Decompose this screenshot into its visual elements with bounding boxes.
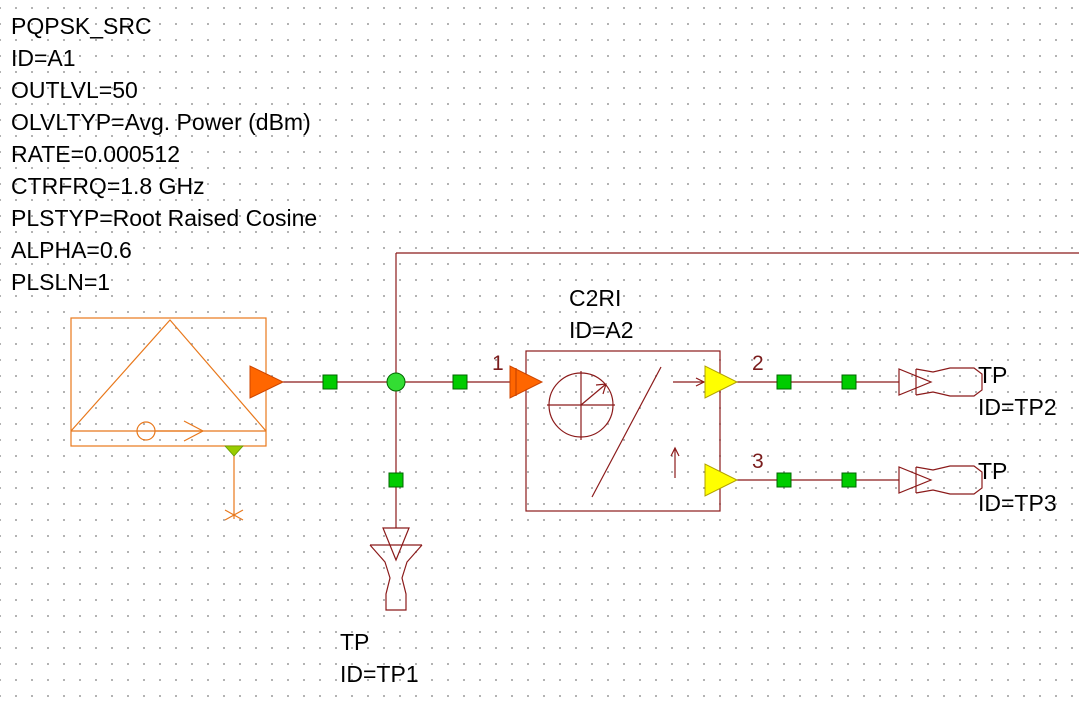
probe-id: ID=TP3 [978, 490, 1057, 516]
source-ground-x2 [224, 509, 244, 521]
source-param: RATE=0.000512 [11, 141, 180, 167]
probe-tp2-body [915, 367, 983, 397]
c2ri-phasor-arrow [580, 383, 607, 406]
probe-id: ID=TP1 [340, 661, 419, 687]
source-param: ALPHA=0.6 [11, 237, 132, 263]
wires [283, 252, 1079, 528]
converter-id: ID=A2 [569, 317, 634, 343]
probe-name: TP [978, 458, 1008, 484]
c2ri-up-arrowhead [670, 446, 680, 457]
source-param: ID=A1 [11, 45, 76, 71]
c2ri-slash [591, 366, 662, 498]
probe-tp3[interactable] [898, 465, 983, 495]
source-ground-marker [224, 445, 244, 457]
c2ri-right-arrowhead [695, 377, 706, 387]
node-square[interactable] [388, 472, 404, 488]
source-arrow-head [183, 420, 205, 442]
source-param: PLSTYP=Root Raised Cosine [11, 205, 318, 231]
source-triangle [70, 319, 267, 432]
probe-tp1-triangle [382, 527, 410, 562]
probe-tp2-triangle [898, 368, 933, 396]
probe-name: TP [978, 362, 1008, 388]
probe-tp3-triangle [898, 466, 933, 494]
probe-name: TP [340, 629, 370, 655]
pin-number-1: 1 [492, 352, 504, 375]
junction-dot[interactable] [386, 372, 406, 392]
c2ri-output-port-2[interactable] [704, 365, 739, 399]
probe-label-tp1: TP ID=TP1 [340, 626, 419, 690]
node-square[interactable] [452, 374, 468, 390]
c2ri-block[interactable] [525, 350, 721, 512]
probe-tp2[interactable] [898, 367, 983, 397]
probe-tp1-body [369, 544, 423, 611]
converter-name: C2RI [569, 285, 622, 311]
probe-tp3-body [915, 465, 983, 495]
pqpsk-source[interactable] [70, 317, 267, 521]
probe-label-tp2: TP ID=TP2 [978, 359, 1057, 423]
source-param: OUTLVL=50 [11, 77, 138, 103]
connection-nodes [322, 374, 857, 488]
probe-tp1[interactable] [369, 527, 423, 611]
pin-number-3: 3 [752, 450, 764, 473]
node-square[interactable] [841, 374, 857, 390]
node-square[interactable] [841, 472, 857, 488]
source-param: PQPSK_SRC [11, 13, 152, 39]
probe-id: ID=TP2 [978, 394, 1057, 420]
c2ri-phasor-arrowhead [595, 383, 607, 395]
source-param: CTRFRQ=1.8 GHz [11, 173, 205, 199]
c2ri-input-port[interactable] [509, 365, 544, 399]
source-param: PLSLN=1 [11, 269, 111, 295]
source-param: OLVLTYP=Avg. Power (dBm) [11, 109, 311, 135]
converter-label: C2RI ID=A2 [569, 282, 634, 346]
probe-label-tp3: TP ID=TP3 [978, 455, 1057, 519]
pin-number-2: 2 [752, 352, 764, 375]
node-square[interactable] [322, 374, 338, 390]
node-square[interactable] [776, 472, 792, 488]
c2ri-body [525, 350, 721, 512]
source-parameter-block: PQPSK_SRC ID=A1 OUTLVL=50 OLVLTYP=Avg. P… [11, 10, 317, 298]
source-body [70, 317, 267, 447]
c2ri-output-port-3[interactable] [704, 463, 739, 497]
node-square[interactable] [776, 374, 792, 390]
source-output-port[interactable] [249, 365, 285, 399]
